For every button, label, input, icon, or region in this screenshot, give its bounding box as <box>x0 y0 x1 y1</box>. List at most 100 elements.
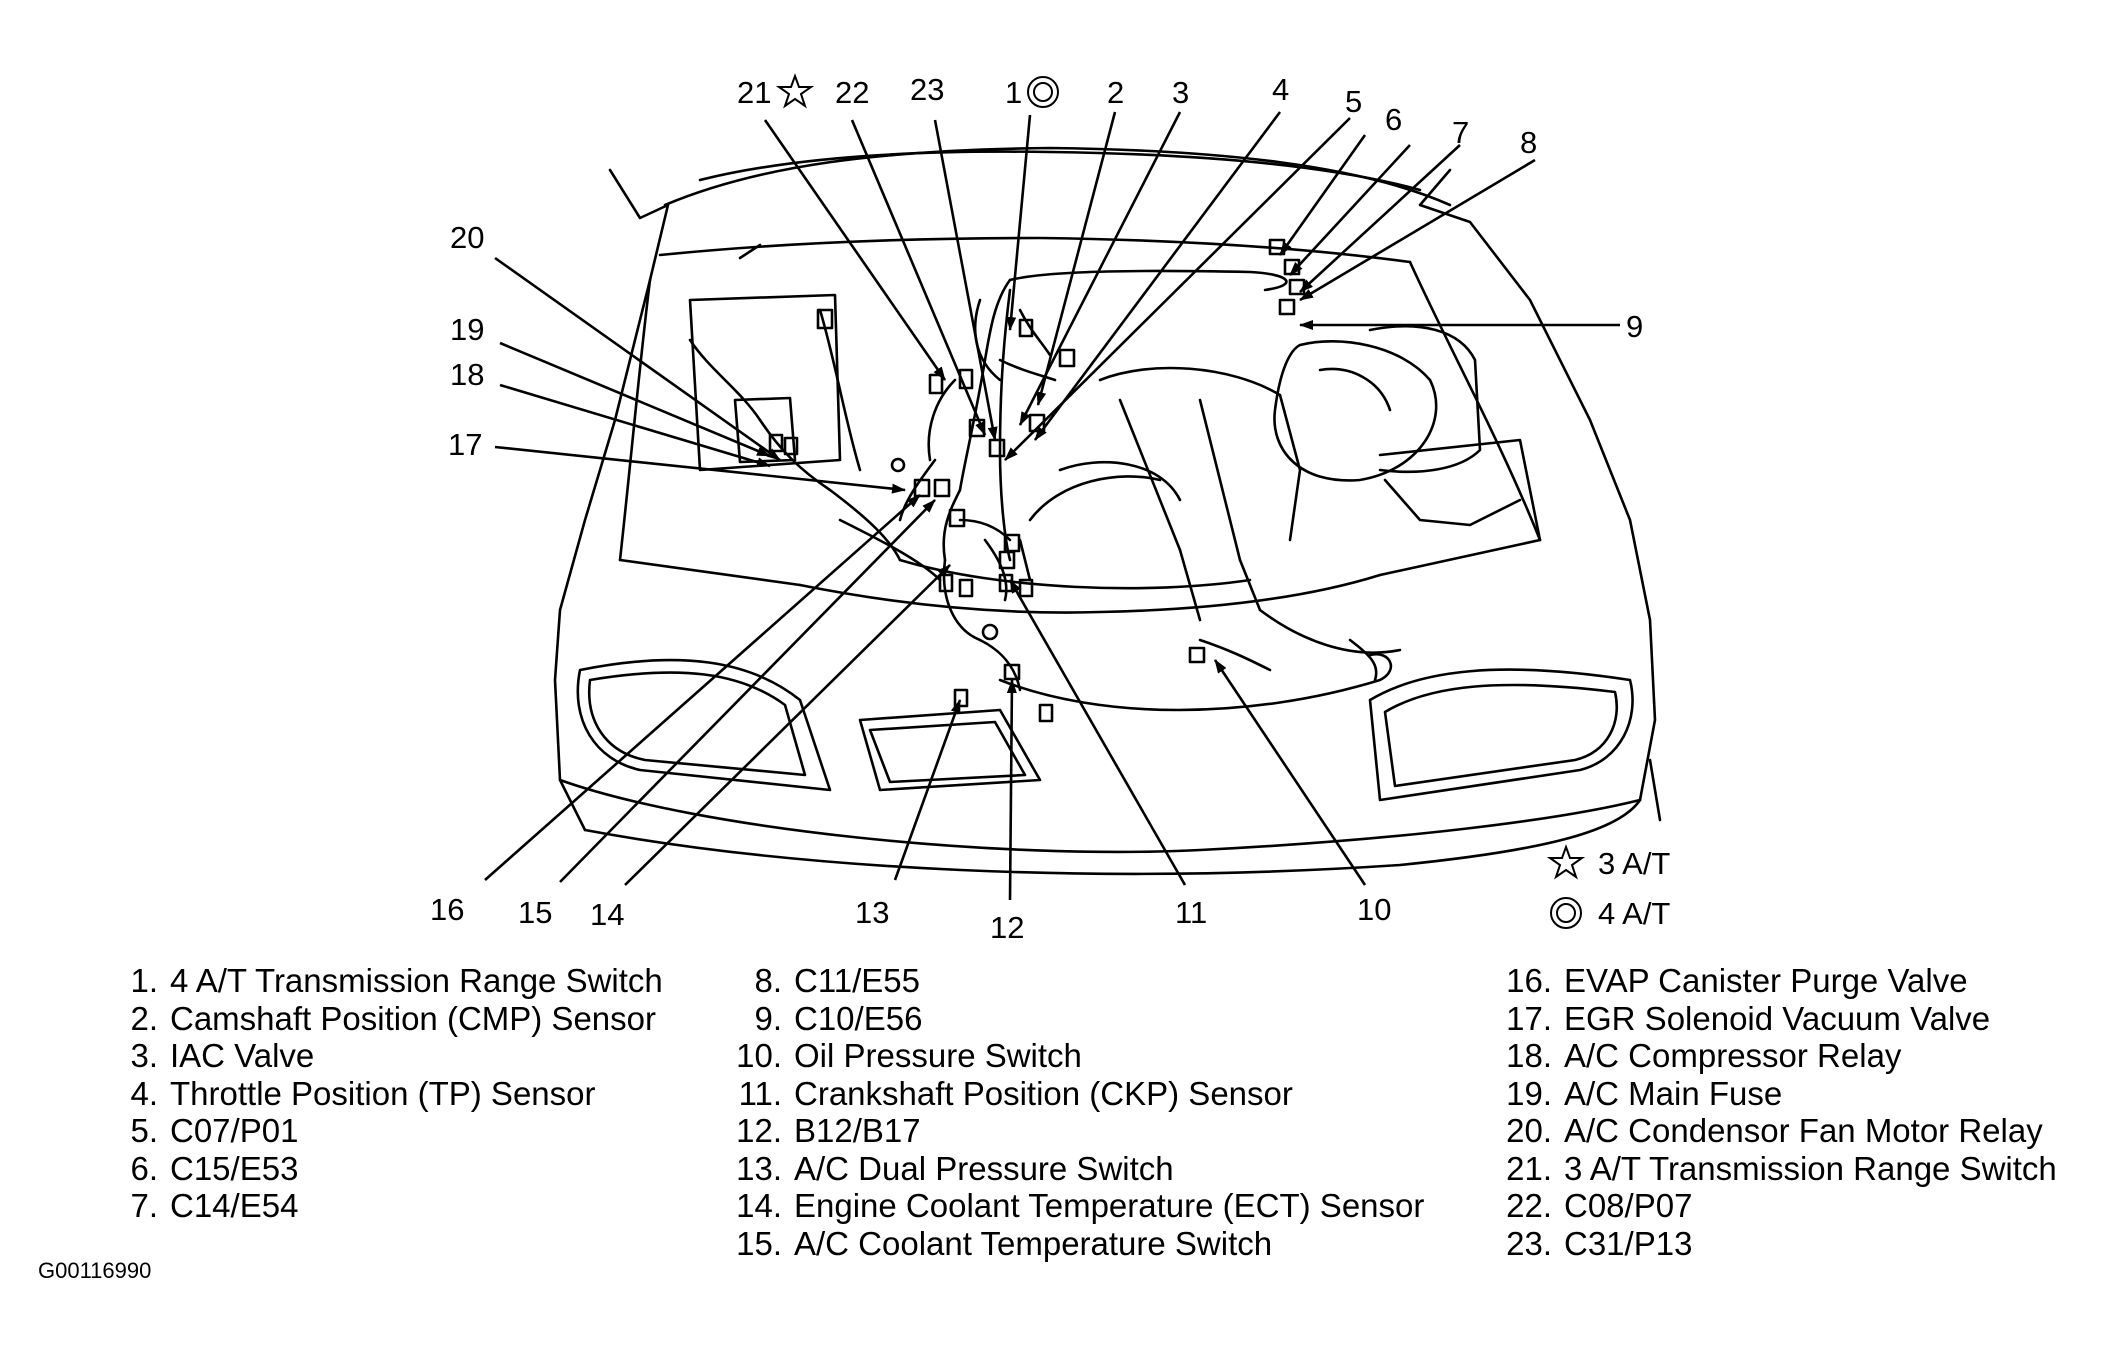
legend-item-name: 4 A/T Transmission Range Switch <box>170 962 663 999</box>
callout-10: 10 <box>1357 892 1391 927</box>
legend-item-name: C15/E53 <box>170 1149 299 1187</box>
callout-6: 6 <box>1385 102 1402 137</box>
legend-item: 10. Oil Pressure Switch <box>712 1037 1424 1075</box>
engine-bay-drawing <box>553 146 1662 876</box>
legend-item-number: 3. <box>130 1037 158 1074</box>
callout-2: 2 <box>1107 75 1124 110</box>
legend-item: 20. A/C Condensor Fan Motor Relay <box>1482 1112 2057 1150</box>
legend-item-name: C14/E54 <box>170 1187 299 1224</box>
legend-item-number: 7. <box>130 1187 158 1224</box>
callout-symbols <box>775 73 1059 109</box>
legend-item-name: B12/B17 <box>794 1112 921 1149</box>
legend-item-name: A/C Condensor Fan Motor Relay <box>1564 1112 2043 1149</box>
legend-item: 23. C31/P13 <box>1482 1225 2057 1263</box>
legend-item: 11. Crankshaft Position (CKP) Sensor <box>712 1075 1424 1113</box>
callout-19: 19 <box>450 312 484 347</box>
legend-item-name: C08/P07 <box>1564 1187 1693 1224</box>
double-circle-icon <box>1550 897 1582 929</box>
legend-item: 1. 4 A/T Transmission Range Switch <box>110 962 663 1000</box>
legend-4at-label: 4 A/T <box>1598 896 1670 931</box>
legend-item-name: C10/E56 <box>794 999 923 1037</box>
callout-23: 23 <box>910 72 944 107</box>
legend-item-number: 13. <box>736 1149 782 1187</box>
legend-item-name: A/C Compressor Relay <box>1564 1037 1902 1074</box>
legend-item-number: 23. <box>1506 1224 1552 1262</box>
legend-item: 3. IAC Valve <box>110 1037 663 1075</box>
legend-item-name: Engine Coolant Temperature (ECT) Sensor <box>794 1187 1425 1224</box>
legend-item: 19. A/C Main Fuse <box>1482 1075 2057 1113</box>
legend-item-name: Camshaft Position (CMP) Sensor <box>170 999 656 1037</box>
callout-15: 15 <box>518 895 552 930</box>
legend-item-number: 12. <box>736 1112 782 1149</box>
legend-item-name: A/C Coolant Temperature Switch <box>794 1224 1273 1262</box>
callout-21: 21 <box>737 75 771 110</box>
legend-item-name: EVAP Canister Purge Valve <box>1564 962 1968 999</box>
callout-9: 9 <box>1626 309 1643 344</box>
callout-20: 20 <box>450 220 484 255</box>
callout-11: 11 <box>1175 895 1207 930</box>
legend-item-name: 3 A/T Transmission Range Switch <box>1564 1149 2057 1187</box>
legend-item-number: 17. <box>1506 999 1552 1037</box>
star-icon <box>1546 844 1586 880</box>
legend-item-number: 18. <box>1506 1037 1552 1074</box>
callout-1: 1 <box>1005 75 1022 110</box>
legend-item-number: 1. <box>130 962 158 999</box>
legend-item: 8.C11/E55 <box>712 962 1424 1000</box>
legend-item-name: Crankshaft Position (CKP) Sensor <box>794 1074 1293 1112</box>
legend-item-number: 11. <box>738 1074 782 1112</box>
symbol-legend: 3 A/T 4 A/T <box>1546 844 1670 931</box>
legend-item-number: 22. <box>1506 1187 1552 1224</box>
legend-item: 6. C15/E53 <box>110 1150 663 1188</box>
legend-item-number: 19. <box>1506 1074 1552 1112</box>
legend-item-name: EGR Solenoid Vacuum Valve <box>1564 999 1991 1037</box>
leader-lines <box>484 111 1620 901</box>
legend-item-number: 20. <box>1506 1112 1552 1149</box>
legend-item: 21. 3 A/T Transmission Range Switch <box>1482 1150 2057 1188</box>
legend-item-number: 10. <box>736 1037 782 1074</box>
legend-item-name: A/C Main Fuse <box>1564 1074 1783 1112</box>
callout-8: 8 <box>1520 125 1537 160</box>
legend-item-name: IAC Valve <box>170 1037 315 1074</box>
callout-18: 18 <box>450 357 484 392</box>
callout-22: 22 <box>835 75 869 110</box>
legend-item: 14.Engine Coolant Temperature (ECT) Sens… <box>712 1187 1424 1225</box>
legend-item-name: Oil Pressure Switch <box>794 1037 1082 1074</box>
callout-12: 12 <box>990 910 1024 945</box>
callout-numbers: 21 22 23 1 2 3 4 5 6 7 8 9 20 19 18 17 1… <box>430 72 1643 945</box>
legend-item-name: C07/P01 <box>170 1112 299 1149</box>
legend-item: 5. C07/P01 <box>110 1112 663 1150</box>
legend-3at-label: 3 A/T <box>1598 846 1670 881</box>
callout-3: 3 <box>1172 75 1189 110</box>
legend-item-number: 6. <box>130 1149 158 1187</box>
legend-item: 16.EVAP Canister Purge Valve <box>1482 962 2057 1000</box>
legend-item-number: 5. <box>130 1112 158 1149</box>
legend-item: 13.A/C Dual Pressure Switch <box>712 1150 1424 1188</box>
legend-item: 17. EGR Solenoid Vacuum Valve <box>1482 1000 2057 1038</box>
legend-item: 7. C14/E54 <box>110 1187 663 1225</box>
double-circle-icon <box>1027 76 1059 108</box>
callout-16: 16 <box>430 892 464 927</box>
callout-4: 4 <box>1272 72 1289 107</box>
callout-14: 14 <box>590 897 624 932</box>
legend-item-name: C31/P13 <box>1564 1224 1693 1262</box>
legend-item-number: 15. <box>736 1224 782 1262</box>
callout-5: 5 <box>1345 84 1362 119</box>
legend-item: 22. C08/P07 <box>1482 1187 2057 1225</box>
legend-item-name: Throttle Position (TP) Sensor <box>170 1074 596 1112</box>
legend-item-number: 4. <box>130 1074 158 1112</box>
legend-item-number: 21. <box>1506 1149 1552 1187</box>
figure-id: G00116990 <box>38 1258 152 1283</box>
legend-item-number: 9. <box>754 999 782 1037</box>
component-legend-col1: 1. 4 A/T Transmission Range Switch 2. Camsh… <box>110 962 663 1225</box>
callout-7: 7 <box>1452 115 1469 150</box>
legend-item: 4. Throttle Position (TP) Sensor <box>110 1075 663 1113</box>
legend-item: 2. Camshaft Position (CMP) Sensor <box>110 1000 663 1038</box>
legend-item: 12. B12/B17 <box>712 1112 1424 1150</box>
callout-17: 17 <box>448 427 482 462</box>
legend-item: 18. A/C Compressor Relay <box>1482 1037 2057 1075</box>
star-icon <box>775 73 815 109</box>
callout-13: 13 <box>855 895 889 930</box>
legend-item-number: 2. <box>130 999 158 1037</box>
